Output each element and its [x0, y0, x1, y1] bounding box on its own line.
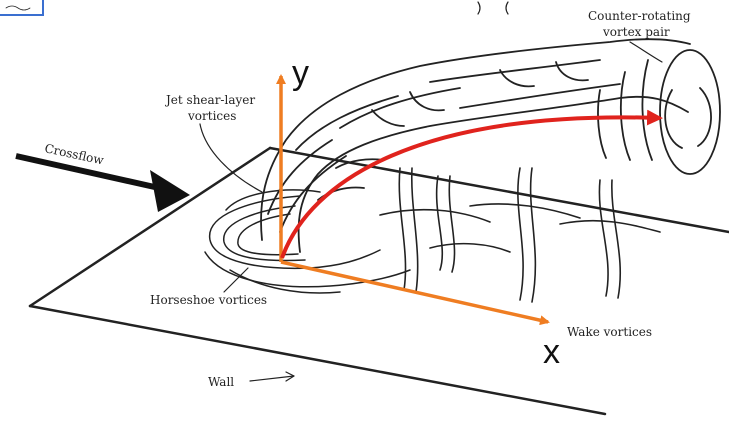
label-wake: Wake vortices	[567, 325, 652, 339]
y-axis-label: y	[292, 54, 309, 92]
x-axis-label: x	[543, 333, 560, 371]
horseshoe-vortices	[205, 190, 410, 293]
wall-plate	[30, 148, 729, 414]
top-artifact	[478, 2, 480, 14]
top-artifact-2	[506, 2, 508, 14]
label-counter-rotating-line1: Counter-rotating	[588, 9, 691, 23]
label-jet-shear-line1: Jet shear-layer	[164, 93, 255, 107]
corner-box	[0, 0, 43, 15]
trajectory-arrow	[282, 117, 660, 258]
label-wall: Wall	[208, 375, 234, 389]
label-jet-shear-line2: vortices	[187, 109, 236, 123]
x-axis-line	[281, 262, 548, 322]
label-horseshoe: Horseshoe vortices	[150, 293, 267, 307]
crossflow-arrow	[16, 156, 190, 212]
label-counter-rotating-line2: vortex pair	[602, 25, 670, 39]
counter-rotating-vortex-pair-shape	[598, 50, 720, 174]
wake-vortices	[380, 168, 660, 302]
